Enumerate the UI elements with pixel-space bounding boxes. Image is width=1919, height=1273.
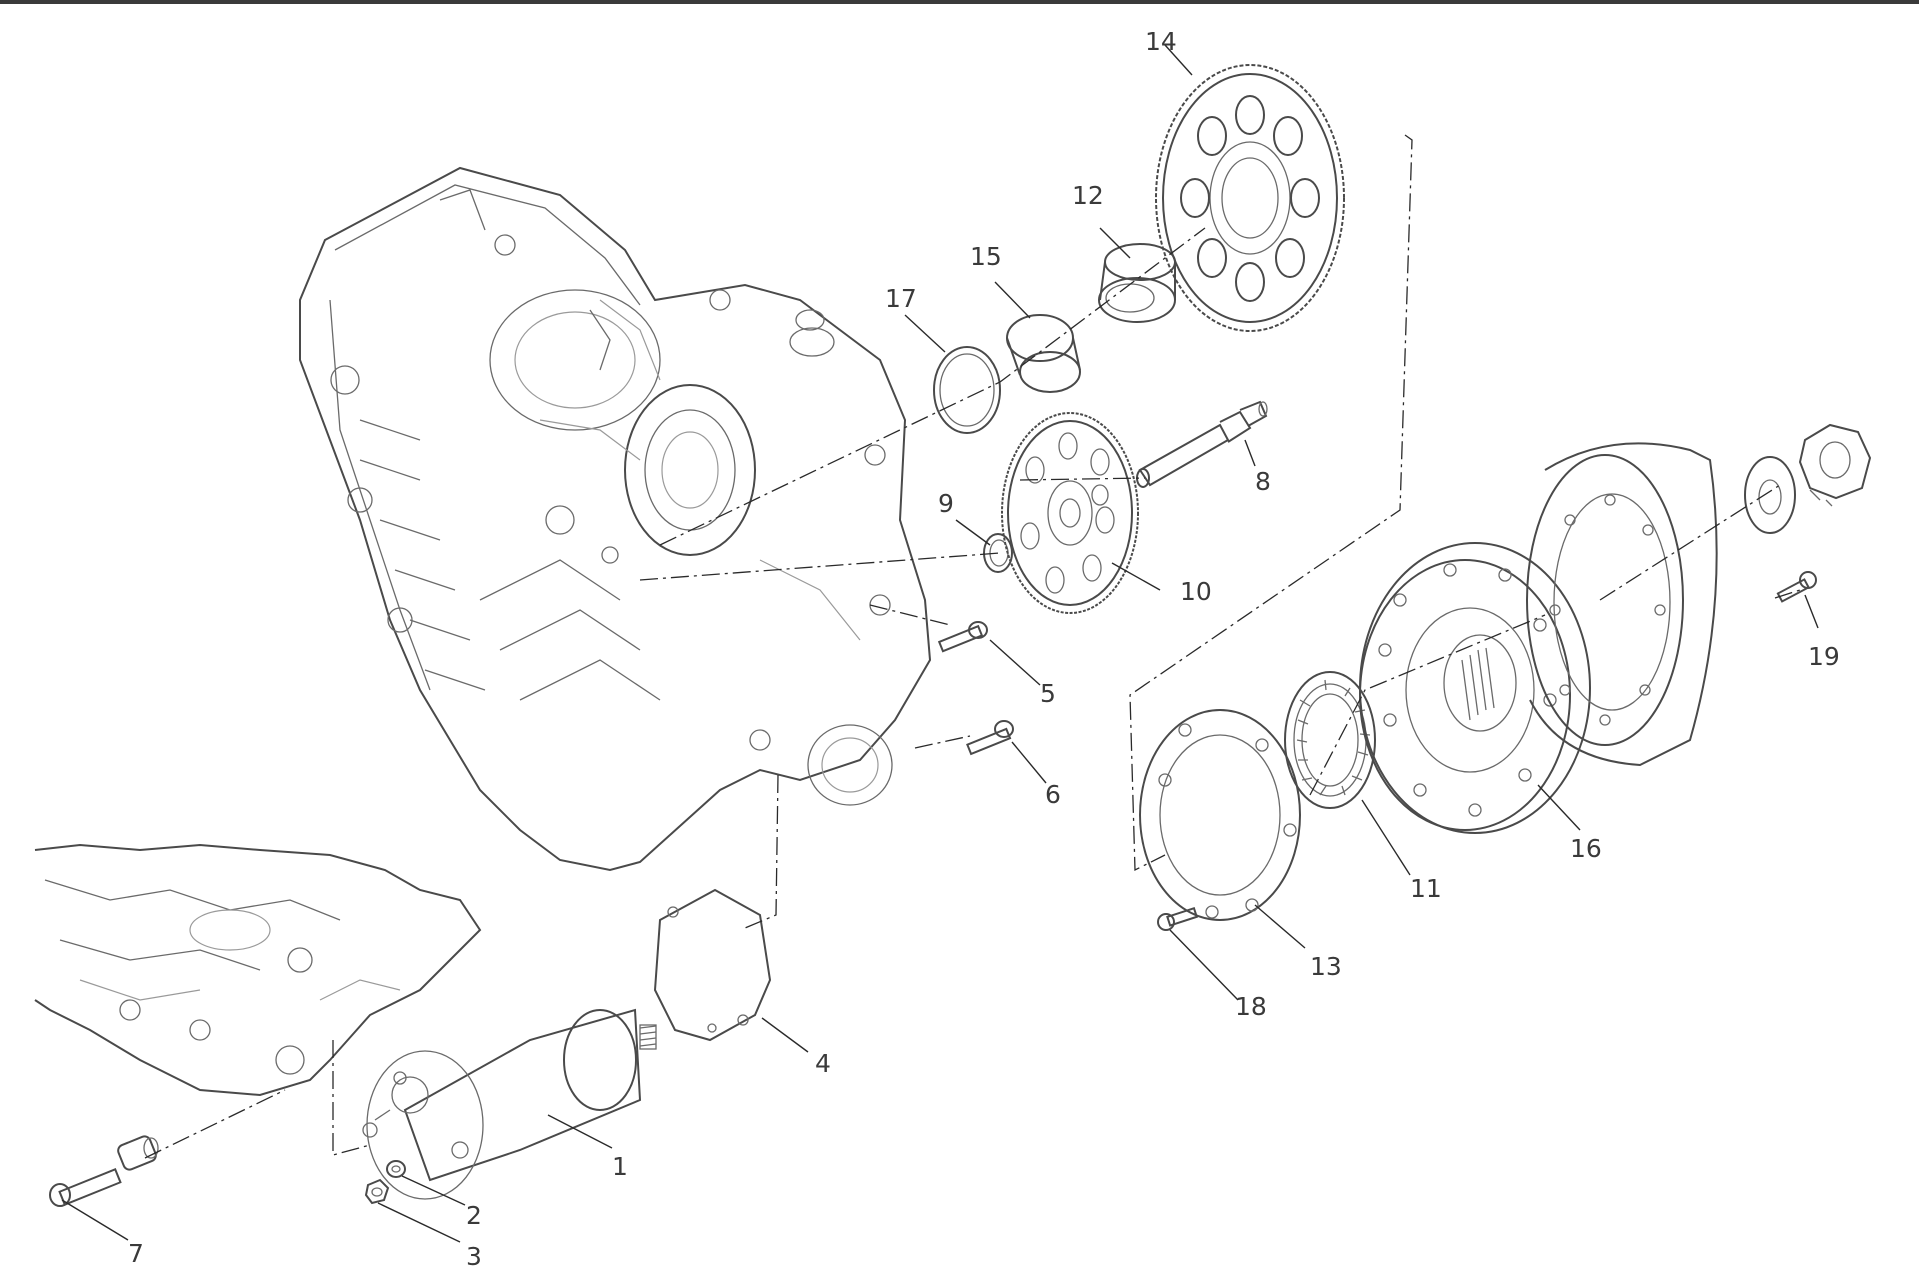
- thrust-washer-17: [933, 346, 1001, 434]
- crankcase-partial-view: [34, 843, 482, 1097]
- rotor-housing: [1526, 442, 1718, 767]
- callout-11: 11: [1410, 874, 1442, 903]
- flywheel-16: [1359, 542, 1591, 834]
- screw-19: [1776, 571, 1817, 603]
- callout-4: 4: [815, 1049, 831, 1078]
- callout-3: 3: [466, 1242, 482, 1271]
- callout-12: 12: [1072, 181, 1104, 210]
- flywheel-washer: [1744, 456, 1796, 534]
- callout-17: 17: [885, 284, 917, 313]
- bolt-6: [966, 720, 1014, 756]
- callout-13: 13: [1310, 952, 1342, 981]
- callout-6: 6: [1045, 780, 1061, 809]
- callout-19: 19: [1808, 642, 1840, 671]
- callout-labels: 1 2 3 4 5 6 7 8 9 10 11 12 13 14 15 16 1…: [128, 27, 1840, 1271]
- bolt-5: [937, 621, 988, 653]
- starter-gasket: [653, 888, 772, 1042]
- bolt-7: [49, 1167, 122, 1207]
- callout-18: 18: [1235, 992, 1267, 1021]
- retaining-plate-13: [1139, 709, 1301, 921]
- flywheel-nut: [1798, 423, 1872, 507]
- assembly-centerlines: [144, 134, 1801, 1159]
- bushing-sleeve: [117, 1135, 159, 1171]
- crankcase-half: [299, 166, 932, 872]
- starter-motor: [362, 1008, 657, 1200]
- callout-9: 9: [938, 489, 954, 518]
- shaft-8: [1136, 400, 1268, 488]
- callout-1: 1: [612, 1152, 628, 1181]
- top-border: [0, 0, 1919, 4]
- washer-2: [386, 1160, 406, 1178]
- callout-16: 16: [1570, 834, 1602, 863]
- bushing-12: [1098, 243, 1176, 323]
- leader-lines: [61, 44, 1819, 1243]
- bushing-15: [1006, 314, 1081, 393]
- screw-18: [1157, 906, 1199, 931]
- callout-8: 8: [1255, 467, 1271, 496]
- callout-7: 7: [128, 1239, 144, 1268]
- callout-2: 2: [466, 1201, 482, 1230]
- callout-5: 5: [1040, 679, 1056, 708]
- idler-gear-10: [1001, 412, 1139, 614]
- nut-3: [364, 1178, 390, 1205]
- sprag-clutch-11: [1284, 671, 1376, 809]
- starter-gear-14: [1155, 64, 1345, 332]
- callout-14: 14: [1145, 27, 1177, 56]
- callout-10: 10: [1180, 577, 1212, 606]
- callout-15: 15: [970, 242, 1002, 271]
